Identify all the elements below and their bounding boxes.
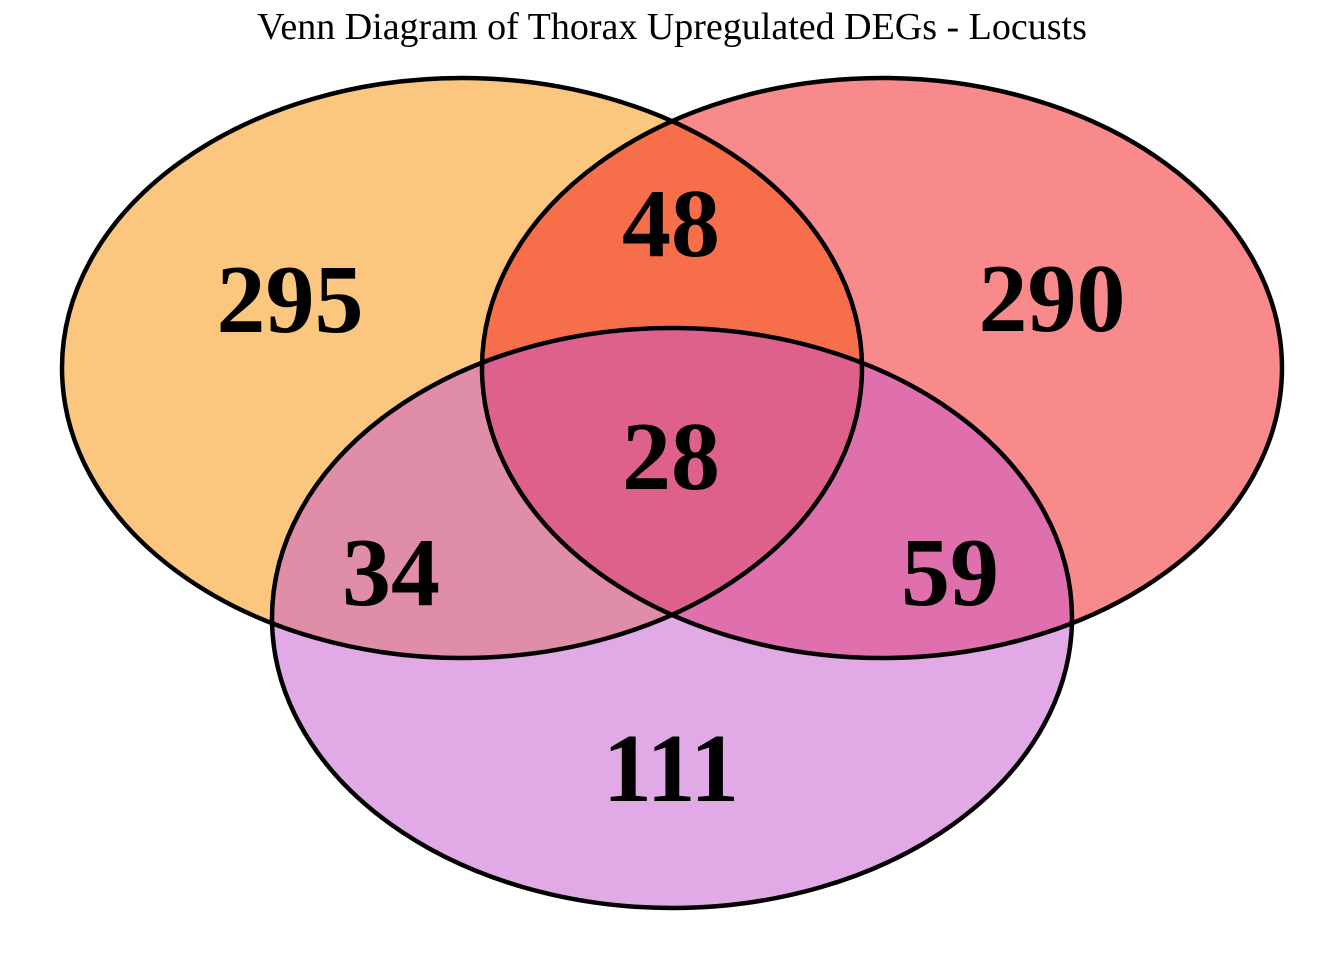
set-a-outline bbox=[59, 75, 865, 661]
chart-title: Venn Diagram of Thorax Upregulated DEGs … bbox=[257, 6, 1087, 48]
venn-fill-layer bbox=[62, 78, 1282, 908]
region-count-b-only: 290 bbox=[979, 245, 1126, 353]
venn-outline-layer bbox=[59, 75, 1285, 911]
set-c-fill-ellipse bbox=[272, 328, 1072, 908]
region-count-ac: 34 bbox=[342, 519, 440, 627]
region-count-a-only: 295 bbox=[217, 246, 364, 354]
region-count-bc: 59 bbox=[901, 519, 999, 627]
set-b-outline bbox=[479, 75, 1285, 661]
region-count-abc: 28 bbox=[622, 403, 720, 511]
region-count-ab: 48 bbox=[622, 170, 720, 278]
set-c-outline bbox=[269, 325, 1075, 911]
venn-label-layer: 295 48 290 34 28 59 111 bbox=[217, 170, 1126, 823]
region-count-c-only: 111 bbox=[603, 715, 739, 823]
